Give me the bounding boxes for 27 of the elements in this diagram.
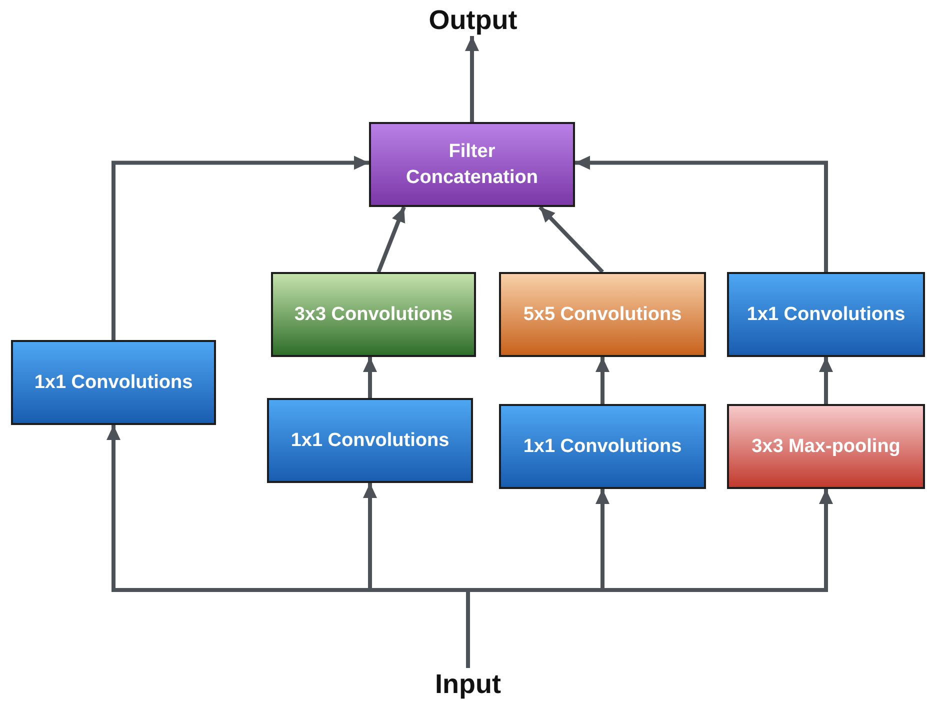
arrow [575,156,828,272]
arrow [376,206,406,273]
process-box [727,272,925,357]
arrow [112,156,369,340]
arrow [363,357,377,398]
title-text: Input [435,668,501,700]
title-text: Output [428,4,518,36]
box-label: Filter Concatenation [405,140,539,190]
box-label: 1x1 Convolutions [522,434,683,458]
arrow [465,36,479,122]
process-box [271,272,476,357]
arrow [538,206,604,274]
box-label: 3x3 Max-pooling [750,434,902,458]
box-label: 1x1 Convolutions [746,302,906,326]
process-box [11,340,216,425]
arrow [466,489,833,668]
box-label: 3x3 Convolutions [293,302,454,326]
process-box [727,404,925,489]
process-box [499,272,706,357]
box-label: 5x5 Convolutions [522,302,683,326]
process-box [369,122,575,207]
arrow [596,357,610,404]
box-label: 1x1 Convolutions [33,370,194,394]
process-box [499,404,706,489]
box-label: 1x1 Convolutions [290,428,450,452]
process-box [267,398,473,483]
arrow [819,357,833,404]
